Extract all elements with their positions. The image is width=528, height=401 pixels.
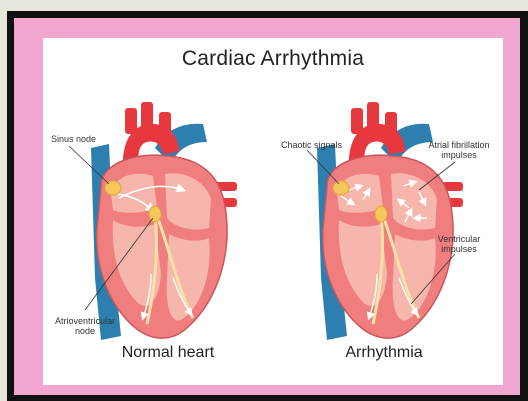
arrhythmia-panel: Chaotic signals Atrial fibrillation impu… bbox=[269, 78, 499, 378]
arrhythmia-caption: Arrhythmia bbox=[269, 344, 499, 362]
aortic-branch bbox=[159, 112, 171, 134]
diagram-card: Cardiac Arrhythmia bbox=[43, 38, 503, 385]
aortic-branch bbox=[141, 102, 153, 130]
av-node-label: Atrioventricular node bbox=[45, 316, 125, 336]
sinus-node bbox=[333, 181, 349, 195]
ventricular-impulses-label: Ventricular impulses bbox=[429, 234, 489, 254]
atrial-fibrillation-label: Atrial fibrillation impulses bbox=[419, 140, 499, 160]
aortic-branch bbox=[351, 108, 363, 134]
sinus-node-label: Sinus node bbox=[51, 134, 96, 144]
av-node bbox=[149, 206, 161, 222]
af-label-line1: Atrial fibrillation bbox=[419, 140, 499, 150]
normal-heart-panel: Sinus node Atrioventricular node Normal … bbox=[43, 78, 273, 378]
diagram-title: Cardiac Arrhythmia bbox=[43, 47, 503, 71]
arrhythmia-heart-illustration bbox=[269, 78, 499, 378]
sinus-node bbox=[105, 181, 121, 195]
aortic-branch bbox=[125, 108, 137, 134]
av-node-label-line2: node bbox=[45, 326, 125, 336]
vent-label-line2: impulses bbox=[429, 244, 489, 254]
af-label-line2: impulses bbox=[419, 150, 499, 160]
aortic-branch bbox=[367, 102, 379, 130]
vent-label-line1: Ventricular bbox=[429, 234, 489, 244]
normal-heart-caption: Normal heart bbox=[53, 344, 283, 362]
aortic-branch bbox=[385, 112, 397, 134]
av-node bbox=[375, 206, 387, 222]
av-node-label-line1: Atrioventricular bbox=[45, 316, 125, 326]
chaotic-signals-label: Chaotic signals bbox=[281, 140, 342, 150]
